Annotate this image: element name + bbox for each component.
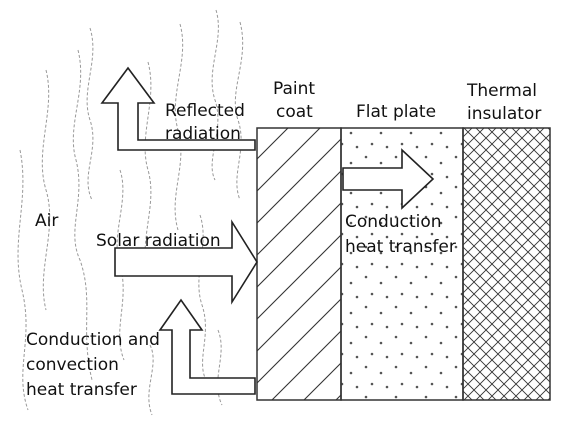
paint-coat-layer: [256, 127, 342, 401]
conduction-heat-transfer-label-line1: Conduction: [345, 212, 442, 232]
conduction-heat-transfer-label-line2: heat transfer: [345, 237, 456, 257]
conduction-convection-label-line2: convection: [26, 355, 119, 375]
air-wave: [17, 149, 29, 411]
air-wave: [211, 9, 219, 181]
flat-plate-label: Flat plate: [356, 102, 437, 122]
air-wave: [198, 214, 207, 381]
reflected-radiation-label-line2: radiation: [165, 124, 241, 144]
conduction-arrow: [342, 148, 435, 210]
thermal-insulator-label-line1: Thermal: [467, 81, 538, 101]
reflected-radiation-arrow: [100, 66, 256, 151]
air-wave: [148, 344, 154, 416]
reflected-radiation-label-line1: Reflected: [165, 101, 245, 121]
paint-coat-label-line2: coat: [276, 102, 313, 122]
solar-radiation-label: Solar radiation: [96, 231, 221, 251]
air-wave: [174, 23, 184, 231]
air-wave: [217, 329, 223, 406]
air-wave: [86, 27, 94, 201]
solar-radiation-arrow: [114, 219, 258, 305]
conduction-convection-label-line3: heat transfer: [26, 380, 137, 400]
thermal-insulator-label-line2: insulator: [467, 104, 542, 124]
air-label: Air: [35, 211, 59, 231]
conduction-convection-arrow: [158, 298, 256, 395]
air-wave: [41, 69, 51, 311]
conduction-convection-label-line1: Conduction and: [26, 330, 160, 350]
paint-coat-label-line1: Paint: [273, 79, 316, 99]
air-wave: [72, 49, 93, 381]
air-wave: [144, 61, 152, 276]
thermal-insulator-layer: [462, 127, 551, 401]
air-wave: [234, 21, 244, 201]
